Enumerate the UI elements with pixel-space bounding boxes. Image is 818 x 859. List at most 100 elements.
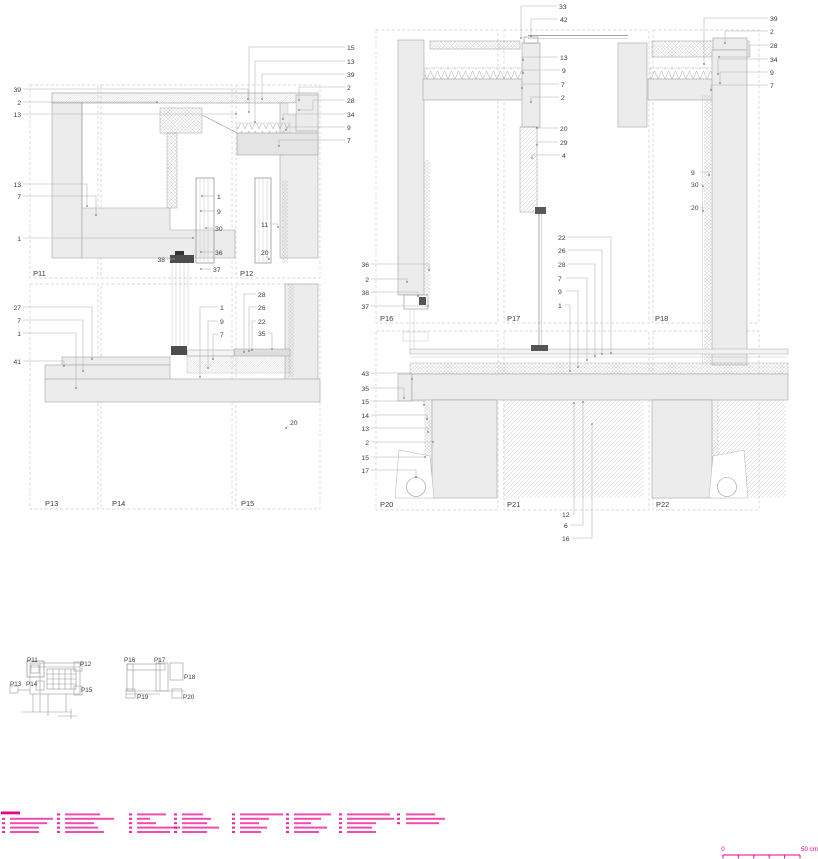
callout-2: 2 (561, 95, 565, 102)
callout-36: 36 (361, 262, 369, 269)
keyplan-label-P16: P16 (124, 657, 136, 664)
leader-dot (173, 258, 175, 260)
leader-line (371, 278, 408, 282)
leader-line (278, 139, 345, 146)
callout-15: 15 (361, 455, 369, 462)
leader-dot (298, 99, 300, 101)
legend-item-text (65, 817, 114, 820)
legend-item-number (57, 822, 60, 825)
leader-dot (536, 127, 538, 129)
legend-item-number (129, 813, 132, 816)
parapet-notch (287, 102, 297, 116)
leader-dot (251, 349, 253, 351)
callout-38: 38 (361, 290, 369, 297)
leader-dot (200, 210, 202, 212)
foundation-pier-right (651, 399, 713, 499)
legend-item-text (65, 813, 100, 816)
leader-dot (248, 350, 250, 352)
window-frame-section (175, 251, 184, 255)
callout-9: 9 (558, 289, 562, 296)
leader-line (23, 360, 65, 366)
panel-box-p13 (29, 283, 99, 510)
leader-dot (710, 89, 712, 91)
callout-37: 37 (361, 304, 369, 311)
leader-line (371, 469, 417, 477)
leader-line (522, 69, 560, 73)
leader-line (568, 236, 612, 353)
legend-item-text (240, 831, 261, 833)
callout-1: 1 (17, 331, 21, 338)
callout-36: 36 (215, 250, 223, 257)
callout-29: 29 (560, 140, 568, 147)
legend-item-text (182, 826, 219, 829)
leader-dot (417, 295, 419, 297)
slab-band (236, 132, 319, 156)
callout-7: 7 (347, 138, 351, 145)
legend-item-text (182, 822, 207, 825)
legend-item-number (2, 826, 5, 829)
leader-dot (415, 476, 417, 478)
ground-slab (411, 373, 789, 401)
sill-hatch (186, 355, 291, 374)
leader-dot (582, 401, 584, 403)
leader-dot (243, 351, 245, 353)
legend-item-text (182, 813, 203, 816)
leader-line (536, 141, 558, 145)
panel-label-P12: P12 (240, 269, 253, 278)
legend-item-text (347, 813, 390, 816)
leader-dot (702, 185, 704, 187)
foundation-pier-left (431, 399, 498, 499)
leader-dot (207, 367, 209, 369)
leader-line (243, 293, 256, 352)
leader-line (371, 387, 405, 398)
keyplan-label-P11: P11 (27, 657, 38, 664)
callout-1: 1 (220, 305, 224, 312)
leader-line (703, 17, 768, 64)
callout-39: 39 (770, 16, 778, 23)
leader-line (719, 71, 768, 83)
leader-dot (212, 358, 214, 360)
callout-7: 7 (17, 194, 21, 201)
callout-28: 28 (558, 262, 566, 269)
leader-line (282, 113, 345, 119)
leader-dot (610, 352, 612, 354)
legend-item-text (65, 826, 98, 829)
leader-line (371, 400, 425, 405)
wall-far-right (711, 49, 748, 366)
legend-item-text (240, 813, 283, 816)
callout-16: 16 (562, 536, 570, 543)
leader-line (371, 414, 428, 419)
legend-item-number (232, 831, 235, 833)
legend-item-number (286, 817, 289, 820)
callout-26: 26 (258, 305, 266, 312)
concrete-hatch-block (519, 126, 538, 213)
roof-cap-left (429, 40, 521, 50)
roof-strip-hatch (51, 92, 319, 104)
leader-dot (75, 387, 77, 389)
legend-item-number (174, 817, 177, 820)
leader-dot (531, 157, 533, 159)
legend-item-number (174, 826, 177, 829)
legend-item-number (232, 826, 235, 829)
leader-line (371, 372, 413, 379)
legend-item-number (397, 813, 400, 816)
callout-2: 2 (17, 100, 21, 107)
callout-9: 9 (347, 125, 351, 132)
leader-line (207, 320, 218, 368)
callout-9: 9 (770, 70, 774, 77)
callout-12: 12 (562, 512, 570, 519)
wall-bottom (81, 207, 236, 259)
leader-dot (254, 121, 256, 123)
leader-line (572, 424, 593, 539)
callout-28: 28 (258, 292, 266, 299)
leader-dot (586, 359, 588, 361)
callout-20: 20 (290, 420, 298, 427)
wall-insulation-liner (704, 95, 711, 365)
leader-line (568, 249, 603, 354)
leader-line (285, 126, 345, 130)
leader-dot (569, 370, 571, 372)
scale-bar-ticks (722, 855, 801, 859)
leader-dot (411, 378, 413, 380)
legend-item-text (240, 826, 267, 829)
slab-mass (44, 378, 321, 403)
